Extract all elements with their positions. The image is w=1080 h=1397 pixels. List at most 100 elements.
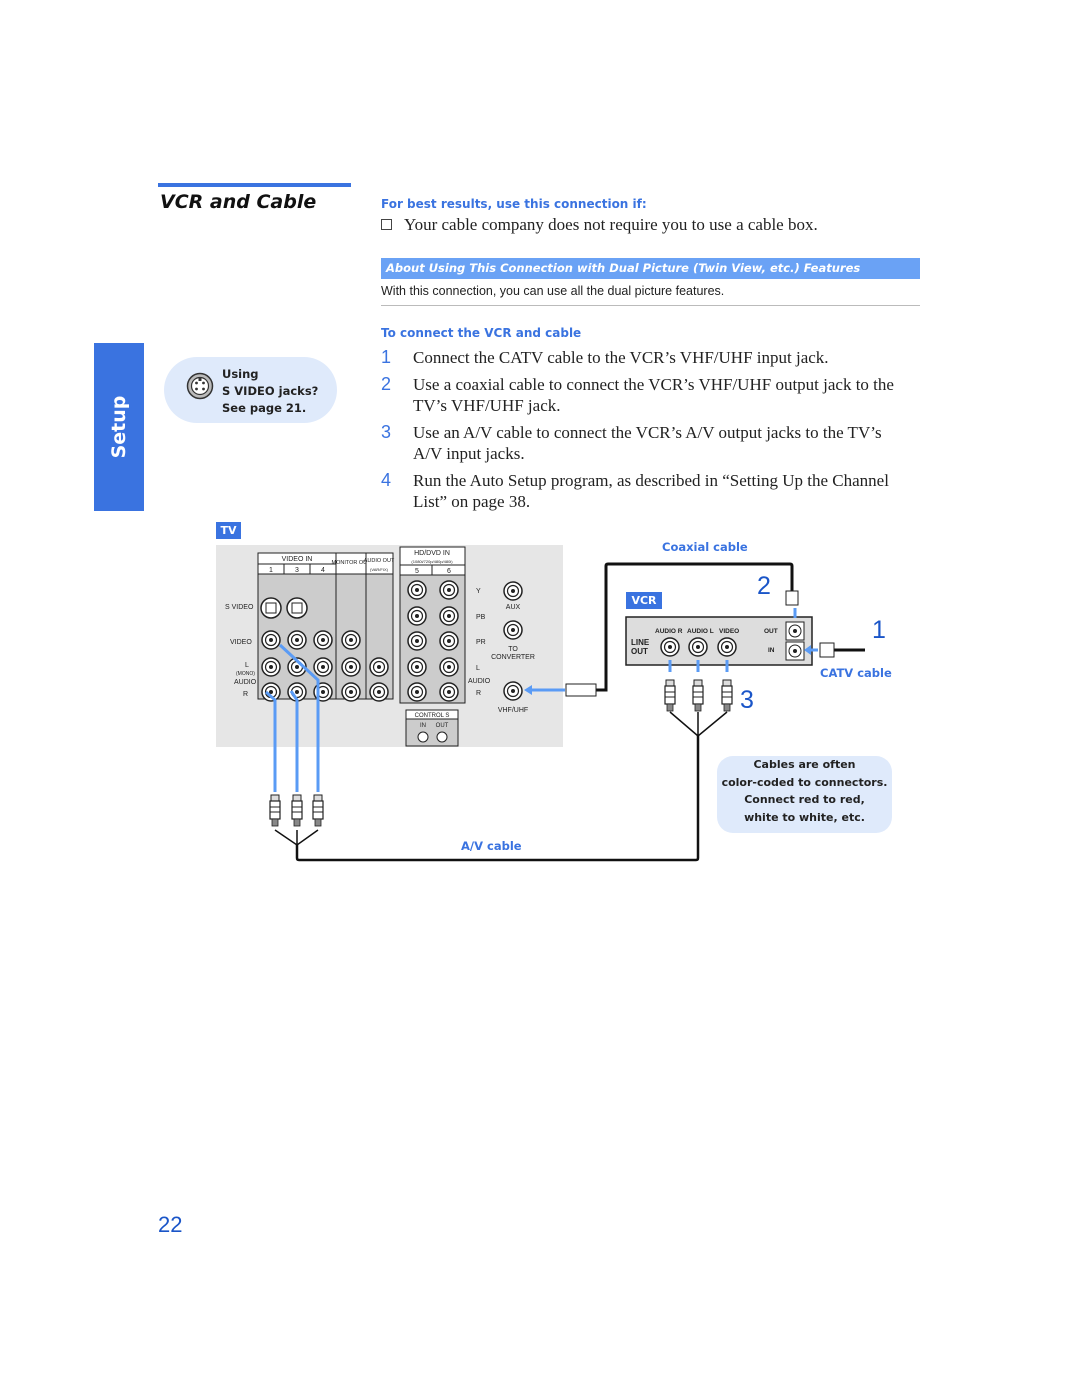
page-number: 22 (158, 1212, 183, 1237)
arrow-icon (289, 690, 299, 792)
aux-label: AUX (506, 604, 521, 611)
y-label: Y (476, 588, 481, 595)
cable-note-line: white to white, etc. (744, 810, 865, 824)
step-number: 3 (381, 422, 392, 442)
tip-line-2: S VIDEO jacks? (222, 384, 319, 398)
side-tab-label: Setup (108, 395, 130, 459)
vcr-rf-out-label: OUT (764, 628, 778, 635)
mono-label: (MONO) (236, 671, 255, 677)
jack (407, 606, 427, 626)
pb-label: PB (476, 614, 486, 621)
input-3-label: 3 (295, 567, 299, 574)
vcr-out-label: OUT (631, 647, 648, 656)
audio-out-label: AUDIO OUT (364, 558, 395, 564)
r-component-label: R (476, 690, 481, 697)
monitor-out-label: MONITOR OUT (331, 560, 371, 566)
dual-picture-bar-text: About Using This Connection with Dual Pi… (386, 261, 861, 275)
vcr-jack (660, 637, 680, 657)
video-in-label: VIDEO IN (282, 556, 313, 563)
jack (341, 630, 361, 650)
hd-dvd-sub: (1080i/720p/480p/480i) (411, 559, 453, 564)
step-number: 1 (381, 347, 392, 367)
connect-heading: To connect the VCR and cable (381, 326, 582, 340)
input-1-label: 1 (269, 567, 273, 574)
control-s-out-label: OUT (436, 723, 449, 729)
vcr-audio-r-label: AUDIO R (655, 628, 683, 635)
arrow-icon (265, 690, 277, 792)
vcr-line-label: LINE (631, 638, 650, 647)
jack (407, 580, 427, 600)
rca-plug (312, 794, 324, 827)
step-text: Use a coaxial cable to connect the VCR’s… (413, 375, 894, 415)
section-title-rule (158, 183, 351, 187)
callout-3: 3 (740, 686, 754, 714)
control-s-label: CONTROL S (415, 713, 450, 719)
jack (313, 630, 333, 650)
section-title: VCR and Cable (160, 191, 317, 213)
vhf-uhf-jack (503, 681, 523, 701)
cable-note-line: Connect red to red, (744, 793, 865, 806)
cable-note-line: Cables are often (753, 758, 856, 771)
s-video-label: S VIDEO (225, 604, 254, 611)
r-label: R (243, 691, 248, 698)
setup-side-tab: Setup (94, 343, 144, 511)
vcr-audio-l-label: AUDIO L (687, 628, 714, 635)
jack (261, 657, 281, 677)
best-results-bullet-text: Your cable company does not require you … (404, 215, 818, 234)
coax-connector (785, 590, 799, 606)
cable-note-line: color-coded to connectors. (721, 775, 888, 789)
step-number: 4 (381, 470, 392, 490)
jack (261, 682, 281, 702)
converter-jack (503, 620, 523, 640)
jack (313, 657, 333, 677)
rca-plug (291, 794, 303, 827)
jack (341, 682, 361, 702)
aux-jack (503, 581, 523, 601)
s-video-jack-icon (186, 372, 214, 400)
audio-out-sub: (VAR/FIX) (370, 567, 389, 572)
rca-plug (664, 679, 676, 712)
jack (439, 682, 459, 702)
vcr-jack (688, 637, 708, 657)
tip-line-3: See page 21. (222, 401, 307, 415)
arrow-icon (524, 685, 532, 695)
jack (407, 631, 427, 651)
dual-picture-note: With this connection, you can use all th… (381, 284, 725, 298)
step-text: Run the Auto Setup program, as described… (413, 471, 889, 511)
hd-dvd-in-label: HD/DVD IN (414, 550, 450, 557)
jack (439, 580, 459, 600)
vcr-video-label: VIDEO (719, 628, 739, 635)
av-cable-label: A/V cable (461, 839, 522, 853)
jack (439, 657, 459, 677)
jack (439, 631, 459, 651)
input-4-label: 4 (321, 567, 325, 574)
to-label: TO (508, 646, 518, 653)
cable-note-text: Cables are often color-coded to connecto… (717, 756, 892, 826)
step-number: 2 (381, 374, 392, 394)
audio-component-label: AUDIO (468, 678, 491, 685)
arrow-icon (278, 643, 320, 792)
jack (287, 682, 307, 702)
pr-label: PR (476, 639, 486, 646)
input-6-label: 6 (447, 568, 451, 575)
coaxial-cable-label: Coaxial cable (662, 540, 748, 554)
tv-rear-panel: VIDEO IN 1 3 4 MONITOR OUT AUDIO OUT (VA… (216, 545, 563, 747)
video-label: VIDEO (230, 639, 252, 646)
callout-2: 2 (757, 572, 771, 600)
tv-tag: TV (216, 522, 241, 539)
jack (341, 657, 361, 677)
converter-label: CONVERTER (491, 654, 535, 661)
catv-cable-label: CATV cable (820, 666, 892, 680)
best-results-bullet: Your cable company does not require you … (381, 215, 818, 235)
input-5-label: 5 (415, 568, 419, 575)
jack (369, 682, 389, 702)
rca-plug (269, 794, 281, 827)
divider (381, 305, 920, 306)
rca-plug (721, 679, 733, 712)
vcr-rf-in-label: IN (768, 647, 775, 654)
audio-label: AUDIO (234, 679, 257, 686)
jack (287, 657, 307, 677)
vcr-rear-panel: AUDIO R AUDIO L VIDEO LINE OUT OUT IN (625, 616, 813, 666)
jack (407, 682, 427, 702)
coax-connector (819, 642, 835, 658)
